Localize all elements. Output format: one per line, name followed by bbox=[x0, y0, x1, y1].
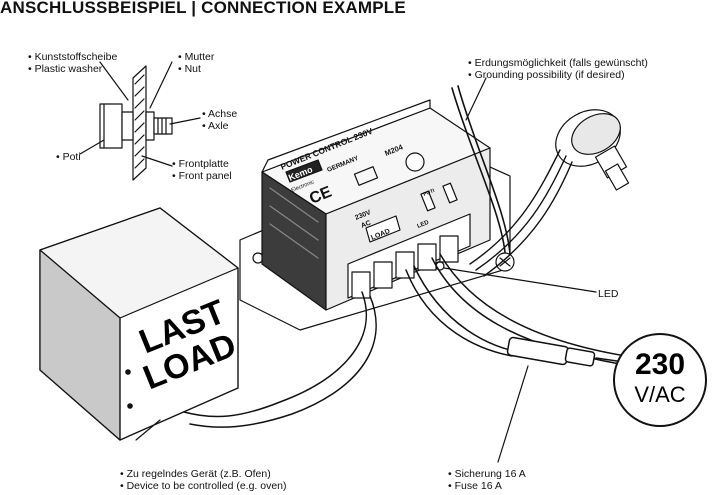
grounding-cable bbox=[451, 77, 515, 272]
mains-voltage-value: 230 bbox=[634, 348, 686, 381]
power-control-module bbox=[239, 99, 597, 331]
remote-poti bbox=[469, 109, 630, 277]
poti-tag-text: POTI bbox=[423, 188, 437, 198]
mains-circle bbox=[613, 333, 707, 427]
label-front-panel: FrontplatteFront panel bbox=[172, 158, 232, 182]
led-tag-text: LED bbox=[417, 220, 431, 230]
label-poti: Poti bbox=[56, 151, 81, 163]
label-fuse: Sicherung 16 AFuse 16 A bbox=[448, 468, 526, 492]
load-box bbox=[39, 207, 239, 441]
wiring bbox=[183, 253, 627, 428]
voltage-bottom-text: AC bbox=[360, 220, 372, 230]
label-plastic-washer: KunststoffscheibePlastic washer bbox=[28, 51, 118, 75]
mains-voltage-unit: V/AC bbox=[634, 382, 686, 407]
label-led: LED bbox=[598, 288, 619, 300]
label-grounding: Erdungsmöglichkeit (falls gewünscht)Grou… bbox=[468, 57, 648, 81]
label-nut: MutterNut bbox=[178, 51, 215, 75]
page-title: ANSCHLUSSBEISPIEL | CONNECTION EXAMPLE bbox=[0, 0, 406, 17]
label-axle: AchseAxle bbox=[202, 108, 237, 132]
poti-mount-detail bbox=[79, 61, 201, 181]
label-device: Zu regelndes Gerät (z.B. Ofen)Device to … bbox=[120, 468, 287, 492]
